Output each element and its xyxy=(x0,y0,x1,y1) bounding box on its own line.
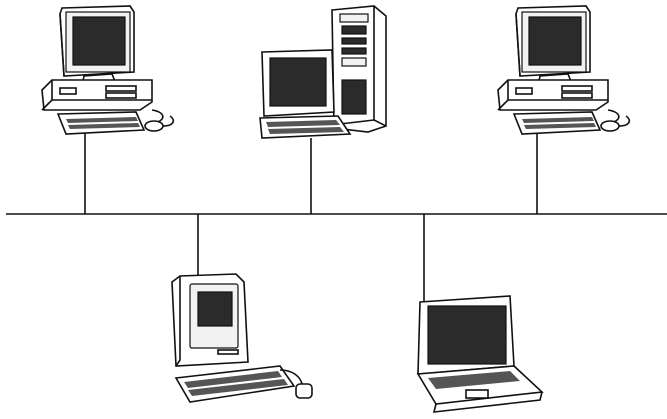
laptop-computer-icon xyxy=(418,296,542,412)
desktop-computer-icon xyxy=(498,6,629,134)
desktop-computer-icon xyxy=(42,6,173,134)
compact-mac-computer-icon xyxy=(172,274,312,402)
server-tower-with-terminal-icon xyxy=(260,6,386,138)
